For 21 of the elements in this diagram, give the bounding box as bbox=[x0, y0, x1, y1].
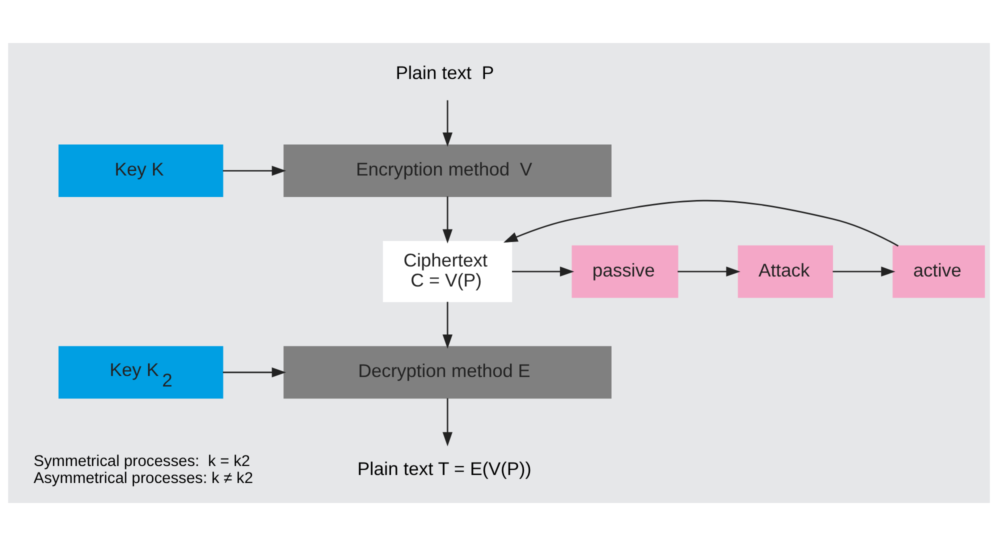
node-box: Key K bbox=[58, 144, 224, 197]
arrow bbox=[503, 199, 899, 246]
arrow bbox=[442, 196, 453, 243]
arrow bbox=[222, 165, 286, 176]
node-box: Attack bbox=[738, 244, 833, 298]
node-box: Decryption method E bbox=[284, 346, 612, 398]
node-text: Plain text P bbox=[396, 62, 494, 83]
label: Symmetrical processes: k = k2 bbox=[34, 452, 250, 470]
arrow bbox=[222, 366, 286, 377]
arrow bbox=[442, 301, 453, 348]
node-box: passive bbox=[572, 244, 678, 298]
label: Asymmetrical processes: k ≠ k2 bbox=[34, 469, 254, 486]
arrow bbox=[512, 266, 574, 276]
node-box: active bbox=[892, 244, 985, 298]
arrow bbox=[442, 398, 453, 446]
node-box: Encryption method V bbox=[284, 144, 612, 197]
arrow bbox=[678, 266, 740, 276]
arrow bbox=[442, 100, 453, 146]
node-box: Ciphertext C = V(P) bbox=[382, 240, 512, 302]
node-text: Plain text T = E(V(P)) bbox=[357, 458, 532, 479]
arrow bbox=[832, 266, 896, 276]
